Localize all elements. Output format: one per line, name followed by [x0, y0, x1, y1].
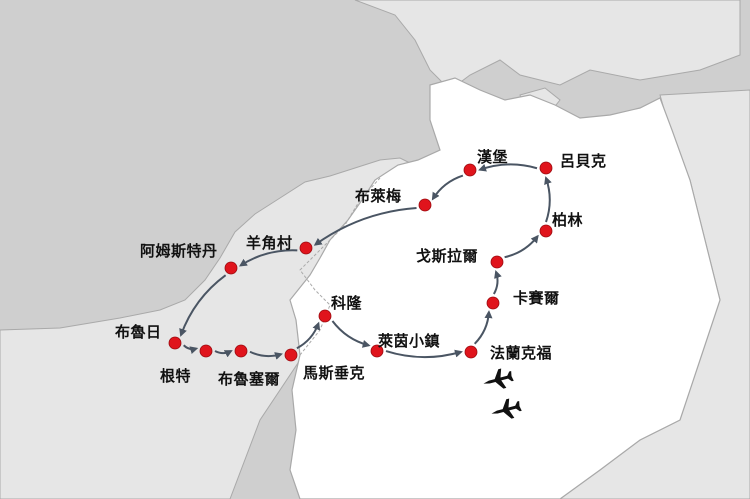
city-label-giethoorn: 羊角村 [246, 234, 293, 252]
city-dot-goslar [490, 255, 504, 269]
route-segment-frankfurt-to-kassel [473, 310, 493, 345]
route-segment-bremen-to-giethoorn [313, 207, 417, 246]
city-dot-giethoorn [299, 241, 313, 255]
city-dot-lubeck [539, 161, 553, 175]
city-label-cologne: 科隆 [331, 294, 363, 312]
route-segment-amsterdam-to-bruges [179, 274, 227, 337]
route-segment-kassel-to-goslar [492, 270, 502, 295]
city-label-kassel: 卡賽爾 [513, 289, 560, 307]
city-dot-amsterdam [224, 261, 238, 275]
city-dot-berlin [539, 224, 553, 238]
route-segment-giethoorn-to-amsterdam [238, 249, 298, 267]
route-segment-cologne-to-rhine-town [331, 320, 371, 348]
route-segment-lubeck-to-hamburg [478, 163, 538, 172]
city-label-berlin: 柏林 [552, 211, 584, 229]
city-dot-hamburg [463, 163, 477, 177]
route-segment-bruges-to-ghent [183, 344, 199, 355]
route-layer [179, 163, 552, 360]
city-label-ghent: 根特 [160, 367, 192, 385]
city-dot-kassel [486, 296, 500, 310]
germany-land [289, 77, 721, 499]
city-label-rhine-town: 萊茵小鎮 [378, 332, 441, 350]
route-segment-goslar-to-berlin [504, 234, 539, 259]
airplane-icon [491, 398, 522, 419]
city-label-brussels: 布魯塞爾 [218, 370, 281, 388]
city-label-amsterdam: 阿姆斯特丹 [140, 242, 218, 260]
plane-layer [483, 368, 522, 419]
city-label-goslar: 戈斯拉爾 [416, 247, 479, 265]
route-segment-maastricht-to-cologne [296, 321, 321, 350]
city-label-lubeck: 呂貝克 [560, 152, 607, 170]
route-segment-brussels-to-maastricht [249, 350, 283, 360]
city-label-hamburg: 漢堡 [477, 148, 509, 166]
city-dot-rhine-town [370, 344, 384, 358]
city-label-frankfurt: 法蘭克福 [490, 344, 553, 362]
route-segment-rhine-town-to-frankfurt [385, 349, 463, 359]
city-dot-frankfurt [464, 345, 478, 359]
airplane-icon [483, 368, 514, 389]
city-dot-bruges [168, 336, 182, 350]
scandinavia-land [354, 0, 741, 91]
route-segment-ghent-to-brussels [214, 350, 233, 358]
city-dot-brussels [234, 344, 248, 358]
route-segment-hamburg-to-bremen [431, 174, 464, 201]
city-dot-layer [168, 161, 553, 362]
route-segment-berlin-to-lubeck [544, 176, 552, 223]
city-label-maastricht: 馬斯垂克 [303, 364, 366, 382]
city-dot-maastricht [284, 348, 298, 362]
city-dot-bremen [418, 198, 432, 212]
city-dot-ghent [199, 344, 213, 358]
city-label-bruges: 布魯日 [115, 323, 162, 341]
city-label-bremen: 布萊梅 [355, 187, 402, 205]
city-dot-cologne [318, 309, 332, 323]
